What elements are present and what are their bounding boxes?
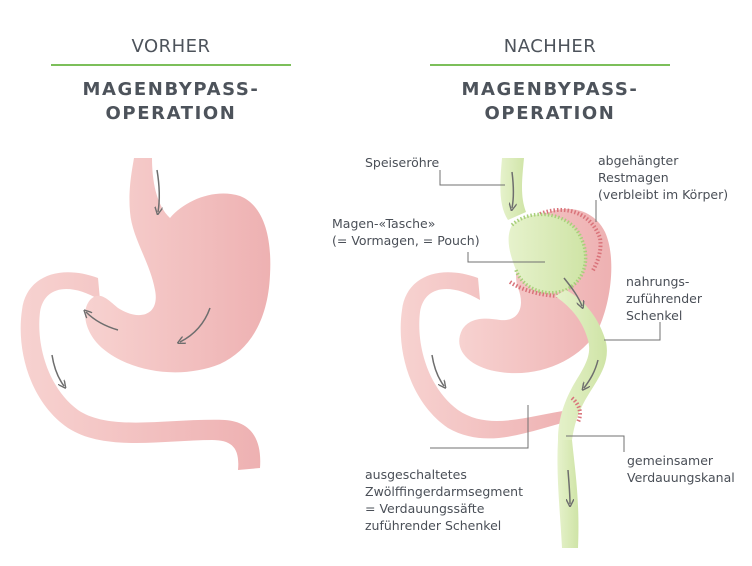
before-arrow-pylorus (86, 312, 119, 331)
label-pouch: Magen-«Tasche» (= Vormagen, = Pouch) (332, 215, 480, 249)
label-biliopancreatic-limb: ausgeschaltetes Zwölffingerdarmsegment =… (365, 466, 523, 534)
before-heading: VORHER (51, 36, 291, 57)
label-bilio-line-4: zuführender Schenkel (365, 518, 502, 533)
after-heading-rule (430, 64, 670, 66)
leader-common (566, 435, 625, 452)
label-remnant-line-3: (verbleibt im Körper) (598, 187, 729, 202)
leader-esophagus (439, 170, 505, 186)
before-title: MAGENBYPASS- OPERATION (41, 78, 301, 126)
before-arrow-esophagus (157, 169, 159, 212)
before-arrow-stomach (180, 307, 211, 342)
before-duodenum (20, 272, 261, 470)
after-arrow-esophagus (512, 171, 514, 208)
leader-pouch (467, 252, 545, 263)
label-remnant-line-2: Restmagen (598, 170, 669, 185)
after-title: MAGENBYPASS- OPERATION (420, 78, 680, 126)
label-alimentary-line-1: nahrungs- (626, 274, 690, 289)
label-common-channel: gemeinsamer Verdauungskanal (627, 452, 735, 486)
before-title-line-1: MAGENBYPASS- (82, 79, 260, 100)
leader-alimentary (604, 322, 661, 341)
after-pouch (508, 214, 586, 293)
before-arrow-duodenum (51, 354, 64, 386)
after-title-line-1: MAGENBYPASS- (461, 79, 639, 100)
leader-lines (430, 170, 661, 452)
after-alimentary-limb (555, 290, 607, 440)
leader-biliopancreatic (430, 405, 529, 449)
label-esophagus: Speiseröhre (365, 154, 439, 171)
before-stomach (85, 158, 271, 373)
after-pouch-staple-line (510, 212, 588, 295)
after-anatomy (400, 158, 612, 548)
label-bilio-line-2: Zwölffingerdarmsegment (365, 484, 523, 499)
label-alimentary-line-3: Schenkel (626, 308, 683, 323)
label-common-line-1: gemeinsamer (627, 453, 714, 468)
after-heading-label: NACHHER (503, 36, 597, 57)
before-heading-label: VORHER (131, 36, 211, 57)
label-esophagus-line-1: Speiseröhre (365, 155, 440, 170)
after-duodenum (400, 272, 575, 439)
label-bilio-line-3: = Verdauungssäfte (365, 501, 485, 516)
after-arrow-duodenum (431, 354, 444, 386)
after-heading: NACHHER (430, 36, 670, 57)
label-pouch-line-1: Magen-«Tasche» (332, 216, 436, 231)
label-remnant: abgehängter Restmagen (verbleibt im Körp… (598, 152, 728, 203)
after-title-line-2: OPERATION (484, 103, 616, 124)
after-arrow-common (568, 469, 570, 504)
after-arrow-limb (584, 359, 599, 388)
label-remnant-line-1: abgehängter (598, 153, 679, 168)
label-common-line-2: Verdauungskanal (627, 470, 735, 485)
after-anastomosis-staple (570, 396, 582, 423)
before-anatomy (20, 158, 271, 470)
before-heading-rule (51, 64, 291, 66)
label-bilio-line-1: ausgeschaltetes (365, 467, 467, 482)
before-title-line-2: OPERATION (105, 103, 237, 124)
after-remnant-staple-line (539, 207, 603, 274)
label-pouch-line-2: (= Vormagen, = Pouch) (332, 233, 480, 248)
after-arrow-pouch (563, 277, 582, 306)
label-alimentary-line-2: zuführender (626, 291, 702, 306)
after-common-channel (557, 440, 579, 548)
label-alimentary-limb: nahrungs- zuführender Schenkel (626, 273, 702, 324)
